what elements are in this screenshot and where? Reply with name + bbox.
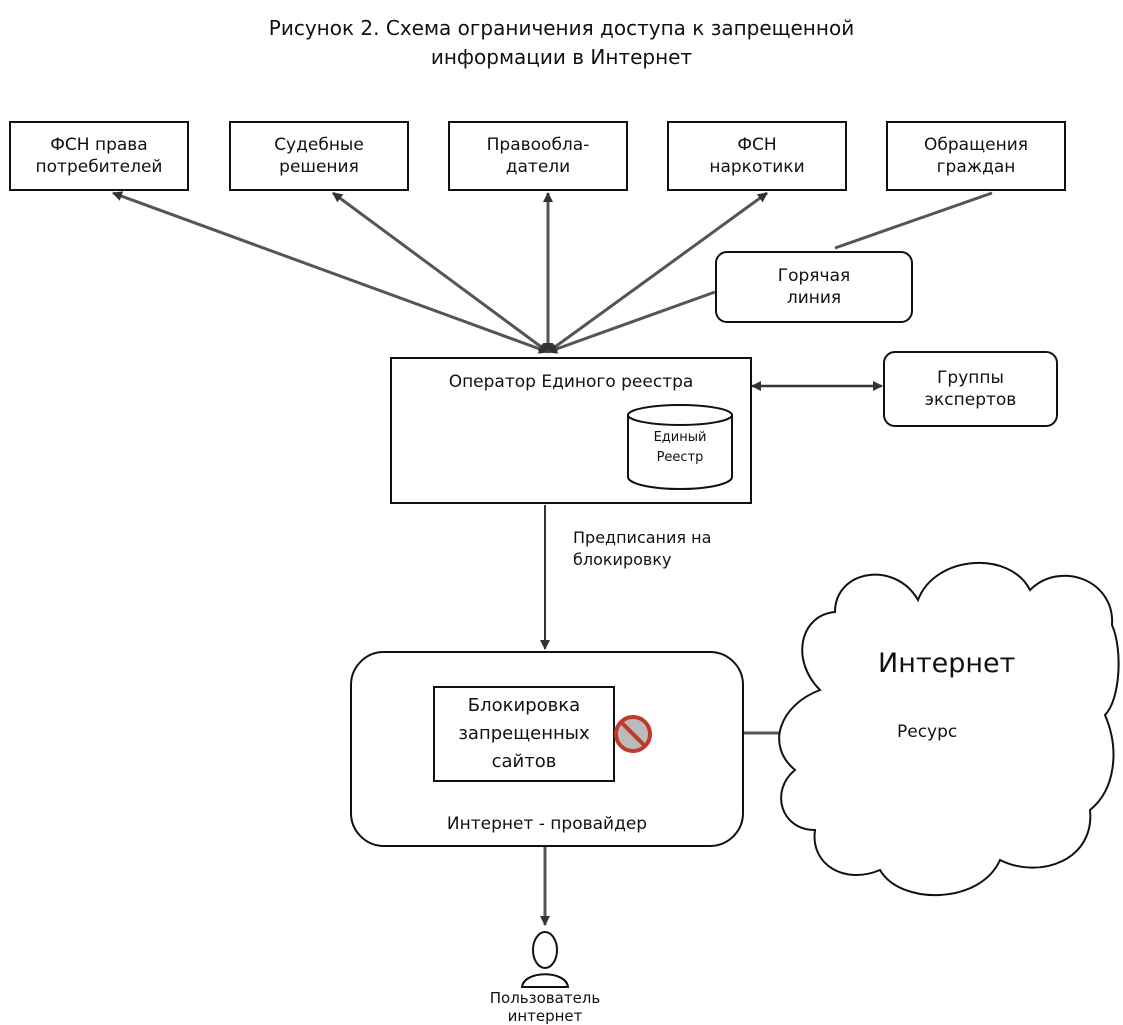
- instructions-label: Предписания на блокировку: [573, 528, 712, 569]
- internet-label: Интернет: [878, 648, 1016, 679]
- box-citizens: Обращения граждан: [886, 121, 1066, 191]
- box-blocking: Блокировка запрещенных сайтов: [433, 686, 615, 782]
- arrow-fsn-consumer: [112, 191, 549, 354]
- database-icon: [627, 404, 733, 490]
- registry-label: Единый Реестр: [653, 430, 707, 465]
- user-label: Пользователь интернет: [489, 989, 601, 1025]
- box-rightholders: Правообла- датели: [448, 121, 628, 191]
- resource-label: Ресурс: [897, 722, 958, 742]
- box-fsn-consumer: ФСН права потребителей: [9, 121, 189, 191]
- block-icon: [614, 715, 652, 753]
- figure-title: Рисунок 2. Схема ограничения доступа к з…: [268, 16, 855, 69]
- box-fsn-drugs: ФСН наркотики: [667, 121, 847, 191]
- box-hotline: Горячая линия: [715, 251, 913, 323]
- line-citizens-hotline: [834, 191, 993, 250]
- arrow-court: [332, 191, 549, 354]
- operator-label: Оператор Единого реестра: [448, 372, 694, 392]
- provider-label: Интернет - провайдер: [446, 814, 648, 834]
- user-icon: [520, 931, 570, 988]
- box-court: Судебные решения: [229, 121, 409, 191]
- arrow-fsn-drugs: [547, 191, 768, 354]
- box-experts: Группы экспертов: [883, 351, 1058, 427]
- internet-cloud: [778, 561, 1120, 896]
- arrow-hotline: [547, 290, 716, 354]
